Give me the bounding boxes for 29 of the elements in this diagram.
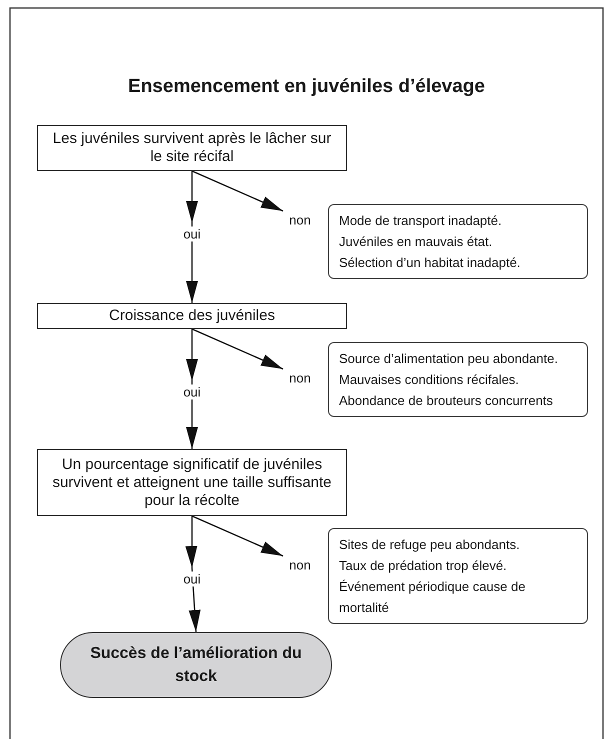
process-box <box>37 449 347 516</box>
arrow <box>192 170 284 212</box>
node-text: Croissance des juvéniles <box>109 307 275 325</box>
node-text: Succès de l’amélioration du stock <box>89 644 303 687</box>
arrow <box>186 516 200 632</box>
arrow <box>186 329 198 449</box>
arrow <box>192 328 284 370</box>
reason-text: Source d’alimentation peu abondante. <box>339 350 558 368</box>
arrow <box>186 171 198 303</box>
node-text: Un pourcentage significatif de juvéniles survivent et atteignent une taille suffisante pour la récolte <box>51 456 333 510</box>
reason-text: Événement périodique cause de mortalité <box>339 578 526 617</box>
edge-label: oui <box>181 384 203 400</box>
process-box <box>37 303 347 329</box>
reason-text: Juvéniles en mauvais état. <box>339 233 492 251</box>
reason-text: Sites de refuge peu abondants. <box>339 536 520 554</box>
reason-text: Mauvaises conditions récifales. <box>339 371 519 389</box>
arrow <box>192 515 284 557</box>
diagram-title: Ensemencement en juvéniles d’élevage <box>127 76 486 98</box>
node-text: Les juvéniles survivent après le lâcher sur le site récifal <box>52 130 332 166</box>
reasons-box <box>328 204 588 279</box>
reasons-box <box>328 528 588 624</box>
reason-text: Taux de prédation trop élevé. <box>339 557 507 575</box>
reason-text: Mode de transport inadapté. <box>339 212 502 230</box>
reason-text: Sélection d’un habitat inadapté. <box>339 254 520 272</box>
process-box <box>37 125 347 171</box>
edge-label: oui <box>181 226 203 242</box>
reason-text: Abondance de brouteurs concurrents <box>339 392 553 410</box>
edge-label: oui <box>181 572 203 586</box>
reasons-box <box>328 342 588 417</box>
